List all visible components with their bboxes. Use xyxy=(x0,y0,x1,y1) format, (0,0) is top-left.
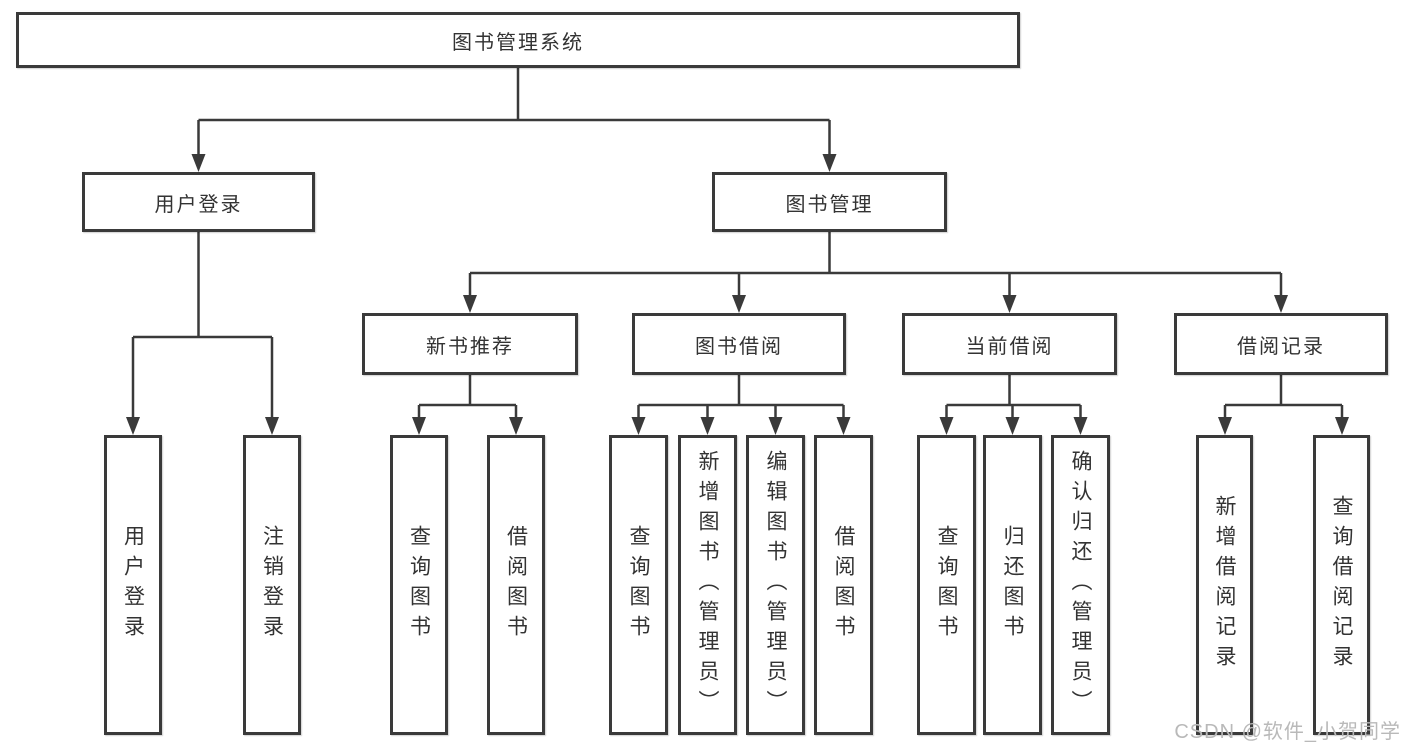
node-label: 编辑图书（管理员） xyxy=(764,450,787,720)
node-label: 查询借阅记录 xyxy=(1330,495,1353,675)
leaf-return-books: 归还图书 xyxy=(983,435,1042,735)
watermark: CSDN @软件_小贺同学 xyxy=(1174,721,1401,743)
leaf-query-borrow-record: 查询借阅记录 xyxy=(1313,435,1370,735)
node-label: 查询图书 xyxy=(935,525,958,645)
node-label: 新增借阅记录 xyxy=(1213,495,1236,675)
node-label: 注销登录 xyxy=(260,525,284,645)
leaf-user-login: 用户登录 xyxy=(104,435,162,735)
node-label: 新书推荐 xyxy=(426,335,514,358)
node-book-management-branch: 图书管理 xyxy=(712,172,947,232)
node-book-borrowing: 图书借阅 xyxy=(632,313,846,375)
node-label: 图书借阅 xyxy=(695,335,783,358)
node-label: 查询图书 xyxy=(407,525,431,645)
leaf-add-borrow-record: 新增借阅记录 xyxy=(1196,435,1253,735)
leaf-confirm-return-admin: 确认归还（管理员） xyxy=(1051,435,1110,735)
node-label: 当前借阅 xyxy=(965,335,1054,358)
node-book-management-system: 图书管理系统 xyxy=(16,12,1020,68)
leaf-logout: 注销登录 xyxy=(243,435,301,735)
node-current-borrowing: 当前借阅 xyxy=(902,313,1117,375)
node-label: 用户登录 xyxy=(121,525,145,645)
node-label: 借阅图书 xyxy=(832,525,855,645)
leaf-borrow-books: 借阅图书 xyxy=(814,435,873,735)
leaf-query-books-borrow: 查询图书 xyxy=(609,435,668,735)
node-borrowing-records: 借阅记录 xyxy=(1174,313,1388,375)
node-label: 新增图书（管理员） xyxy=(696,450,719,720)
node-new-book-recommendation: 新书推荐 xyxy=(362,313,578,375)
node-label: 图书管理 xyxy=(785,193,874,216)
node-label: 确认归还（管理员） xyxy=(1069,450,1092,720)
node-label: 借阅记录 xyxy=(1237,335,1325,358)
leaf-query-books-current: 查询图书 xyxy=(917,435,976,735)
leaf-edit-books-admin: 编辑图书（管理员） xyxy=(746,435,805,735)
node-label: 查询图书 xyxy=(627,525,650,645)
node-user-login-branch: 用户登录 xyxy=(82,172,315,232)
node-label: 归还图书 xyxy=(1001,525,1024,645)
leaf-add-books-admin: 新增图书（管理员） xyxy=(678,435,737,735)
node-label: 图书管理系统 xyxy=(452,31,584,54)
node-label: 借阅图书 xyxy=(504,525,528,645)
leaf-query-books-recommend: 查询图书 xyxy=(390,435,448,735)
leaf-borrow-books-recommend: 借阅图书 xyxy=(487,435,545,735)
node-label: 用户登录 xyxy=(154,193,243,216)
